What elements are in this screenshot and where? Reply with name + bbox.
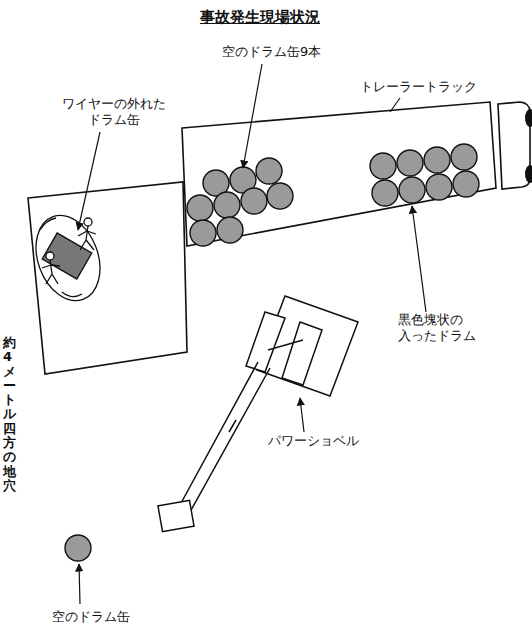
pit-outline [28,182,187,374]
callout-label: 空のドラム缶9本 [222,44,362,60]
callout-label: 空のドラム缶 [52,609,162,625]
callout-label: トレーラートラック [360,79,490,95]
filled-drums [370,144,479,206]
pit-label: 約4メートル四方の地穴 [3,336,16,493]
trailer-body [182,102,496,246]
single-drum [65,535,91,561]
callout-label: 黒色塊状の 入ったドラム [398,312,498,345]
cab-wheels [525,109,532,183]
leader-lines [78,64,426,604]
callout-label: パワーショベル [268,433,378,449]
callout-label: ワイヤーの外れた ドラム缶 [58,96,170,129]
pit-scene [25,206,111,309]
empty-drums [187,158,293,246]
diagram-title: 事故発生現場状況 [200,8,320,27]
power-shovel [158,296,358,532]
